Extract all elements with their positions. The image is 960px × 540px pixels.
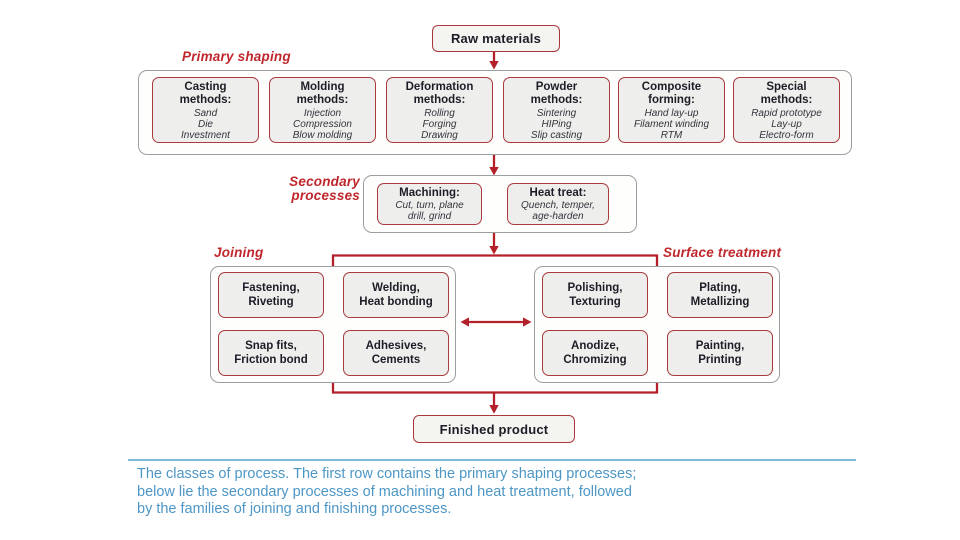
box-line: Anodize, (571, 339, 619, 352)
box-title: methods: (413, 93, 466, 106)
secondary-processes-label: Secondary processes (240, 175, 360, 203)
process-box-molding: Molding methods: Injection Compression B… (269, 77, 376, 143)
box-line: Painting, (695, 339, 745, 352)
box-item: RTM (660, 130, 683, 141)
process-box-polishing: Polishing, Texturing (542, 272, 648, 318)
box-line: Chromizing (563, 354, 627, 366)
process-box-casting: Casting methods: Sand Die Investment (152, 77, 259, 143)
box-title: Deformation (405, 81, 474, 93)
joining-label: Joining (214, 245, 264, 260)
box-item: Die (197, 119, 213, 130)
figure-caption: The classes of process. The first row co… (137, 466, 897, 519)
caption-divider (128, 459, 856, 461)
box-line: Polishing, (567, 281, 623, 294)
box-line: Welding, (372, 281, 420, 294)
box-title: Machining: (399, 187, 460, 199)
box-line: Cements (371, 354, 421, 366)
arrowhead-to-primary (489, 61, 499, 70)
box-title: Heat treat: (529, 187, 587, 199)
box-item: age-harden (532, 210, 584, 222)
box-title: methods: (760, 93, 813, 106)
process-box-heat-treat: Heat treat: Quench, temper, age-harden (507, 183, 609, 225)
caption-line: below lie the secondary processes of mac… (137, 483, 632, 500)
secondary-label-line1: Secondary (289, 174, 360, 189)
box-line: Adhesives, (365, 339, 427, 352)
box-item: Rolling (424, 108, 455, 119)
process-box-adhesives: Adhesives, Cements (343, 330, 449, 376)
caption-line: The classes of process. The first row co… (137, 466, 637, 482)
process-box-powder: Powder methods: Sintering HIPing Slip ca… (503, 77, 610, 143)
raw-materials-node: Raw materials (432, 25, 560, 52)
box-item: Injection (303, 108, 342, 119)
box-item: Investment (181, 130, 230, 141)
box-line: Riveting (248, 296, 294, 308)
process-box-plating: Plating, Metallizing (667, 272, 773, 318)
box-title: Molding (300, 81, 345, 93)
process-box-special: Special methods: Rapid prototype Lay-up … (733, 77, 840, 143)
box-item: Electro-form (759, 130, 814, 141)
caption-line: by the families of joining and finishing… (137, 501, 452, 517)
arrowhead-link-left (460, 317, 469, 327)
box-item: HIPing (541, 119, 572, 130)
box-title: Powder (535, 81, 578, 93)
box-line: Texturing (569, 296, 621, 308)
arrowhead-to-branch (489, 246, 499, 255)
box-line: Metallizing (690, 296, 750, 308)
box-title: Casting (184, 81, 227, 93)
box-line: Heat bonding (359, 296, 433, 308)
box-title: forming: (648, 93, 695, 106)
box-item: Drawing (421, 130, 458, 141)
box-item: drill, grind (407, 210, 452, 222)
surface-treatment-label: Surface treatment (663, 245, 782, 260)
process-box-welding: Welding, Heat bonding (343, 272, 449, 318)
box-line: Friction bond (234, 354, 308, 366)
box-item: Compression (293, 119, 352, 130)
box-item: Filament winding (633, 119, 710, 130)
box-item: Rapid prototype (751, 108, 822, 119)
box-item: Lay-up (771, 119, 802, 130)
box-line: Printing (698, 354, 742, 366)
process-box-anodize: Anodize, Chromizing (542, 330, 648, 376)
arrowhead-link-right (523, 317, 532, 327)
secondary-label-line2: processes (291, 188, 360, 203)
finished-product-node: Finished product (413, 415, 575, 443)
box-title: Composite (641, 81, 702, 93)
process-box-composite: Composite forming: Hand lay-up Filament … (618, 77, 725, 143)
process-box-snap-fits: Snap fits, Friction bond (218, 330, 324, 376)
box-line: Fastening, (242, 281, 300, 294)
box-item: Forging (422, 119, 457, 130)
box-title: methods: (179, 93, 232, 106)
process-box-painting: Painting, Printing (667, 330, 773, 376)
box-item: Quench, temper, (521, 199, 595, 211)
box-item: Blow molding (292, 130, 353, 141)
process-box-machining: Machining: Cut, turn, plane drill, grind (377, 183, 482, 225)
primary-shaping-label: Primary shaping (182, 49, 291, 64)
box-item: Sintering (536, 108, 577, 119)
box-item: Hand lay-up (644, 108, 699, 119)
box-item: Sand (193, 108, 218, 119)
box-line: Snap fits, (245, 339, 297, 352)
box-title: methods: (296, 93, 349, 106)
box-line: Plating, (699, 281, 741, 294)
process-box-deformation: Deformation methods: Rolling Forging Dra… (386, 77, 493, 143)
box-item: Cut, turn, plane (395, 199, 464, 211)
process-box-fastening: Fastening, Riveting (218, 272, 324, 318)
box-title: Special (766, 81, 807, 93)
box-title: methods: (530, 93, 583, 106)
box-item: Slip casting (530, 130, 583, 141)
arrowhead-to-finished (489, 405, 499, 414)
branch-bottom-bracket (331, 383, 659, 394)
